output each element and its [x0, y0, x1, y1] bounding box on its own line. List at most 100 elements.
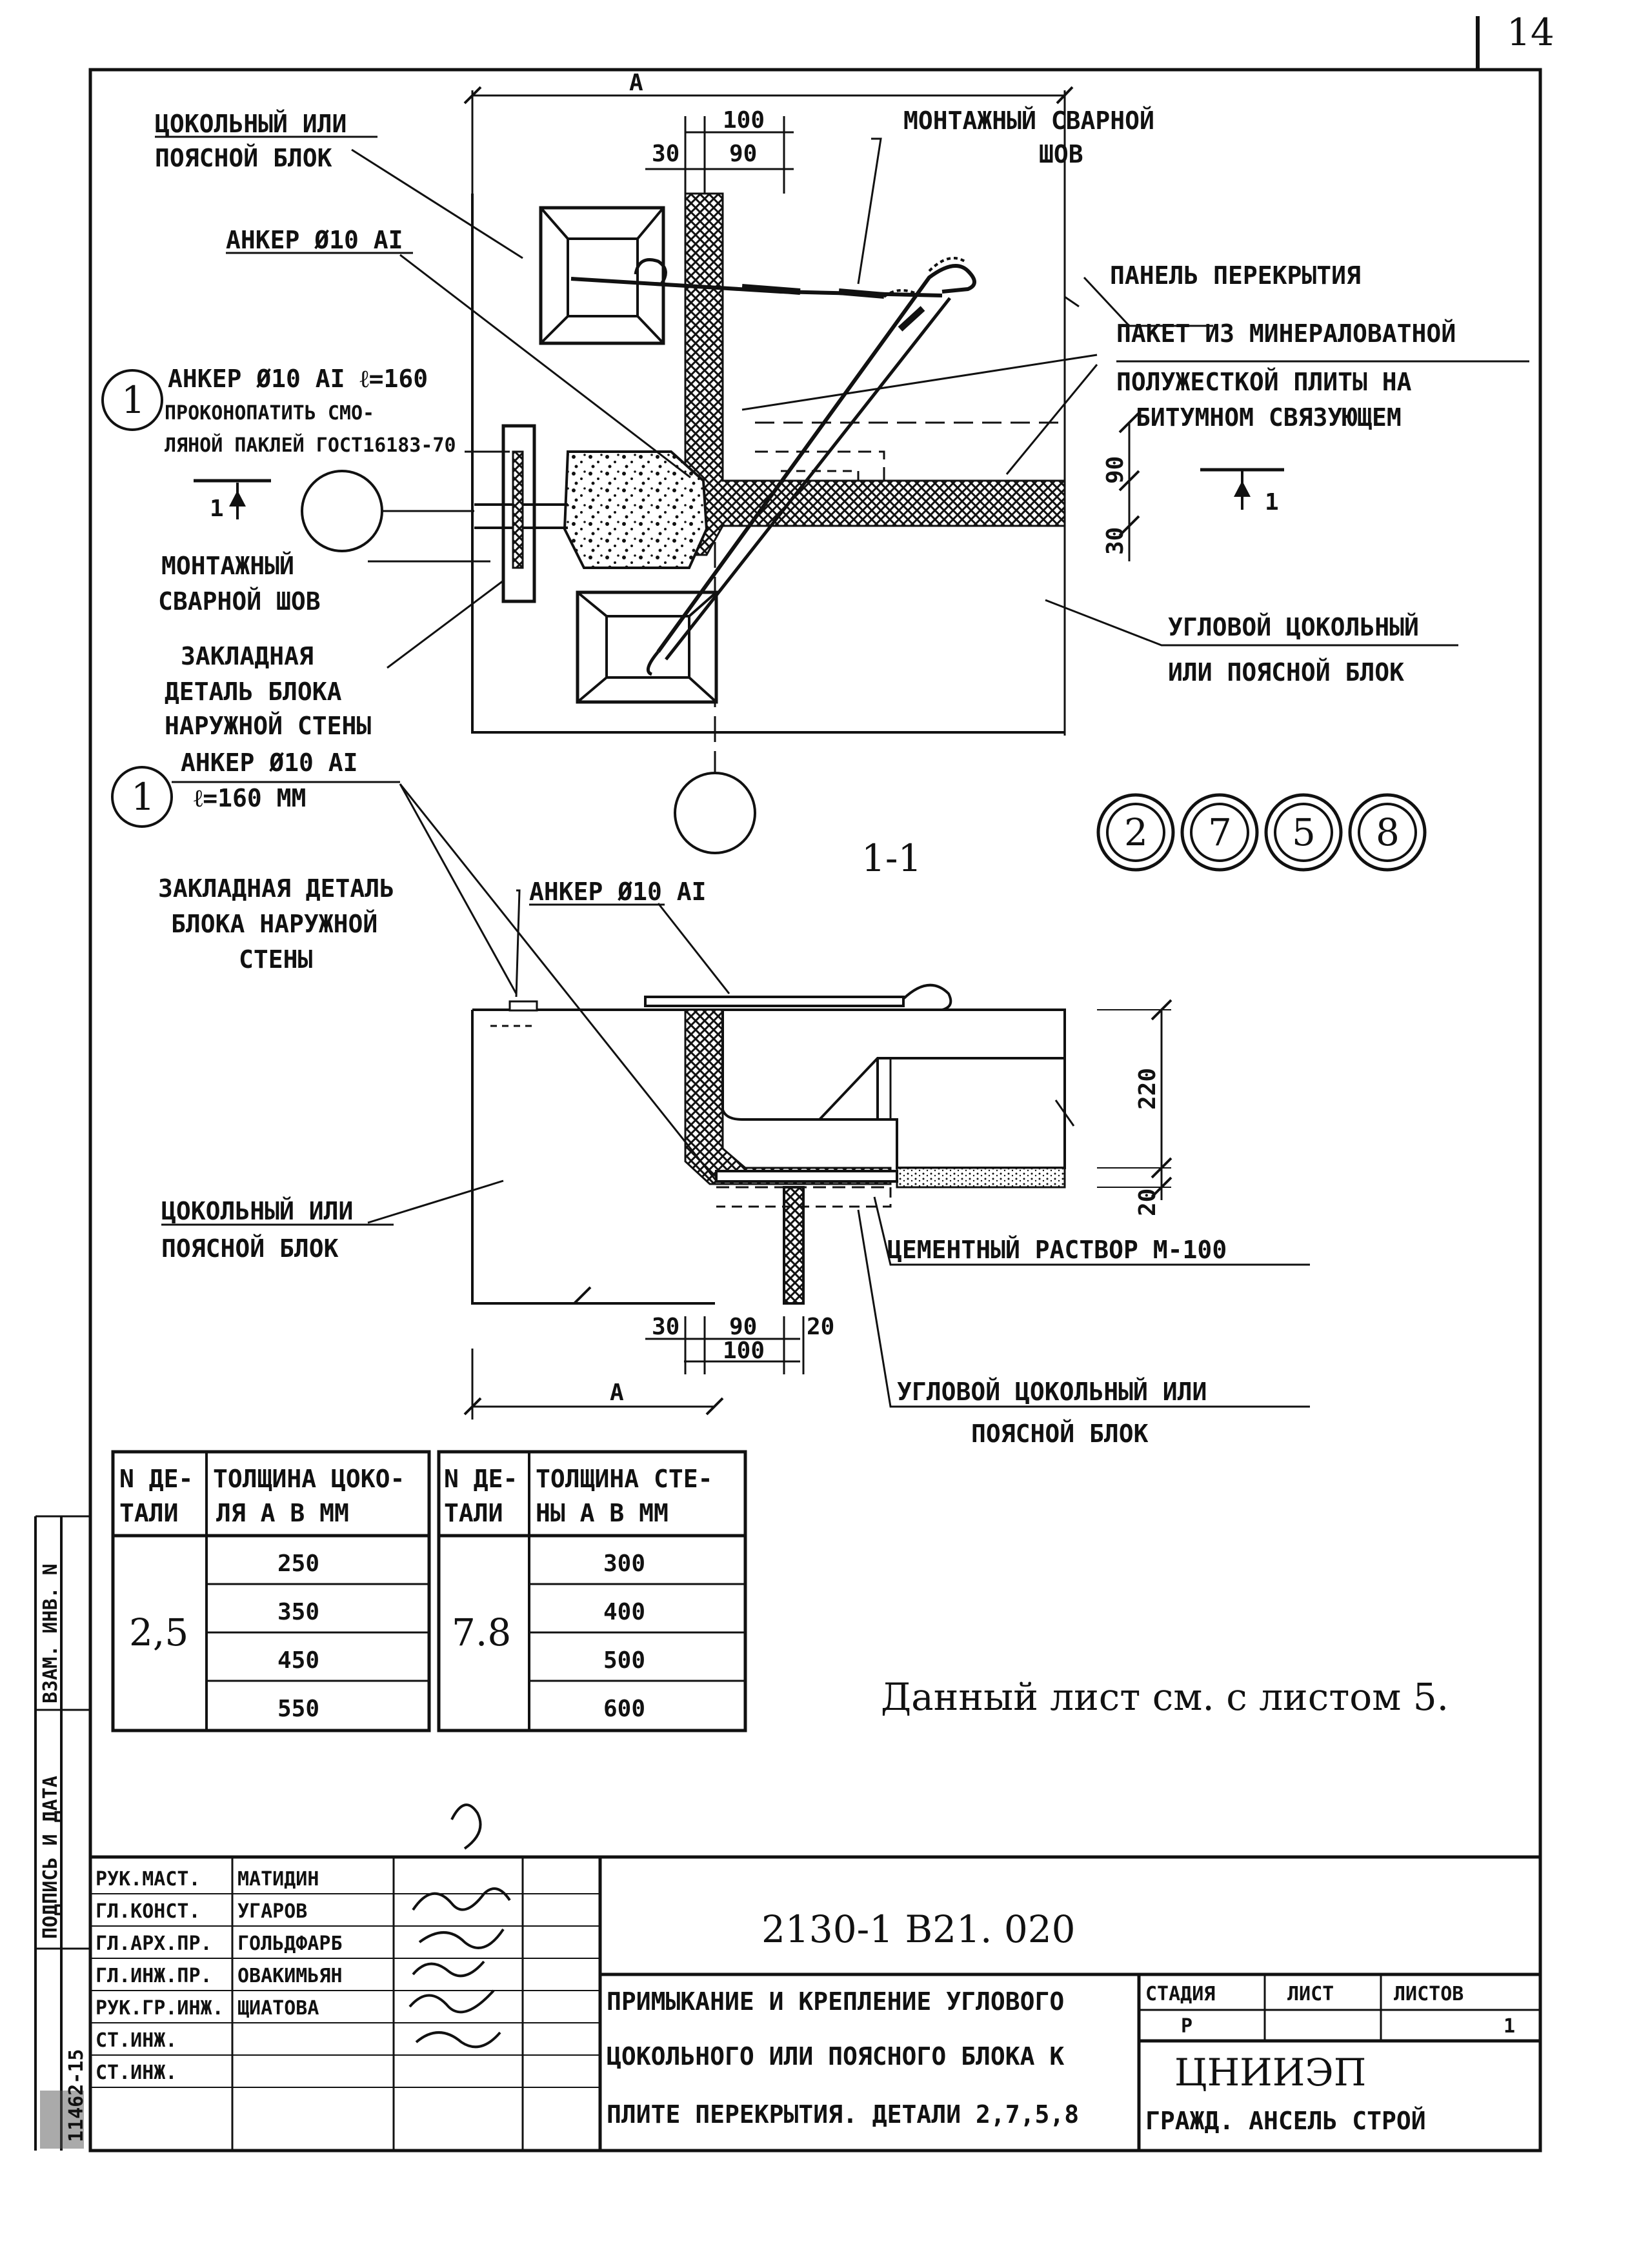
- section-dim-90: 90: [729, 1314, 757, 1340]
- sheet-title-line-1: ПРИМЫКАНИЕ И КРЕПЛЕНИЕ УГЛОВОГО: [607, 1987, 1064, 2016]
- section-mortar-label: ЦЕМЕНТНЫЙ РАСТВОР М-100: [887, 1236, 1227, 1264]
- plan-embedded-label-1: ЗАКЛАДНАЯ: [181, 642, 314, 670]
- sheet-frame: [88, 68, 1542, 2153]
- name-label: УГАРОВ: [237, 1900, 307, 1923]
- table-plinth-value: 550: [277, 1696, 319, 1722]
- section-corner-block-label-1: УГЛОВОЙ ЦОКОЛЬНЫЙ ИЛИ: [897, 1378, 1207, 1406]
- name-label: ОВАКИМЬЯН: [237, 1965, 343, 1987]
- section-dim-a: A: [610, 1380, 624, 1406]
- section-dim-20-vertical: 20: [1134, 1189, 1161, 1216]
- page-number: 14: [1507, 10, 1554, 54]
- section-dim-100: 100: [723, 1338, 765, 1364]
- thickness-table: [111, 1450, 747, 1732]
- stage-header: СТАДИЯ: [1145, 1983, 1215, 2005]
- plan-weld-top-label-1: МОНТАЖНЫЙ СВАРНОЙ: [903, 106, 1154, 135]
- table-wall-value: 500: [603, 1647, 645, 1674]
- role-label: РУК.ГР.ИНЖ.: [96, 1997, 224, 2020]
- stage-value: Р: [1181, 2015, 1192, 2038]
- detail-numbers: 2 7 5 8: [1096, 793, 1427, 872]
- plan-anchor-detail-label-1: АНКЕР Ø10 АI ℓ=160: [168, 365, 428, 393]
- name-label: ГОЛЬДФАРБ: [237, 1932, 343, 1955]
- plan-anchor-bottom-label-2: ℓ=160 ММ: [194, 784, 306, 812]
- detail-number-2: 2: [1124, 810, 1148, 854]
- sheets-value: 1: [1504, 2015, 1515, 2038]
- sheet-header: ЛИСТ: [1287, 1983, 1334, 2005]
- table-header-wall-line2: НЫ А В ММ: [536, 1499, 669, 1527]
- sheet-title-line-2: ЦОКОЛЬНОГО ИЛИ ПОЯСНОГО БЛОКА К: [607, 2042, 1064, 2071]
- name-label: МАТИДИН: [237, 1868, 319, 1891]
- plan-dim-90: 90: [729, 141, 757, 167]
- section-embedded-label-2: БЛОКА НАРУЖНОЙ: [171, 910, 377, 938]
- section-anchor-label: АНКЕР Ø10 АI: [529, 878, 707, 906]
- role-label: ГЛ.КОНСТ.: [96, 1900, 201, 1923]
- role-label: ГЛ.АРХ.ПР.: [96, 1932, 212, 1955]
- plan-floor-panel-label: ПАНЕЛЬ ПЕРЕКРЫТИЯ: [1110, 261, 1361, 290]
- plan-plinth-block-label-2: ПОЯСНОЙ БЛОК: [155, 144, 332, 172]
- table-wall-value: 400: [603, 1599, 645, 1625]
- section-dim-30: 30: [652, 1314, 679, 1340]
- table-header-detail-1-line2: ТАЛИ: [119, 1499, 179, 1527]
- plan-dim-100: 100: [723, 107, 765, 134]
- plan-corner-block-label-2: ИЛИ ПОЯСНОЙ БЛОК: [1168, 658, 1404, 687]
- table-wall-value: 600: [603, 1696, 645, 1722]
- plan-section-mark-right: 1: [1265, 489, 1279, 516]
- detail-number-8: 8: [1376, 810, 1400, 854]
- title-block: [90, 1803, 1540, 2151]
- table-plinth-value: 250: [277, 1550, 319, 1577]
- plan-mineral-wool-label-3: БИТУМНОМ СВЯЗУЮЩЕМ: [1136, 403, 1402, 432]
- role-label: СТ.ИНЖ.: [96, 2062, 177, 2084]
- section-view: 220 20 30 90 20 100 A: [367, 783, 1310, 1420]
- detail-circle-left: [301, 470, 383, 552]
- table-header-detail-2-line1: N ДЕ-: [444, 1465, 518, 1493]
- table-detail-group-1: 2,5: [129, 1611, 188, 1654]
- plan-anchor-top-label: АНКЕР Ø10 АI: [226, 226, 403, 254]
- plan-anchor-detail-label-3: ЛЯНОЙ ПАКЛЕЙ ГОСТ16183-70: [165, 434, 456, 457]
- plan-callout-1-left: 1: [121, 378, 145, 422]
- name-label: ЩИАТОВА: [237, 1997, 319, 2020]
- section-dim-20: 20: [807, 1314, 834, 1340]
- plan-section-mark-left: 1: [210, 496, 224, 522]
- side-stamp-code: 11462-15: [65, 2049, 88, 2143]
- role-label: ГЛ.ИНЖ.ПР.: [96, 1965, 212, 1987]
- plan-plinth-block-label-1: ЦОКОЛЬНЫЙ ИЛИ: [155, 110, 347, 138]
- sheet-note: Данный лист см. с листом 5.: [881, 1675, 1449, 1719]
- plan-weld-left-label-1: МОНТАЖНЫЙ: [161, 552, 294, 580]
- table-plinth-value: 450: [277, 1647, 319, 1674]
- table-detail-group-2: 7.8: [452, 1611, 511, 1654]
- plan-mineral-wool-label-2: ПОЛУЖЕСТКОЙ ПЛИТЫ НА: [1116, 368, 1412, 396]
- plan-dim-a: A: [629, 70, 643, 96]
- side-stamp-vzam: ВЗАМ. ИНВ. N: [39, 1563, 62, 1703]
- role-label: СТ.ИНЖ.: [96, 2029, 177, 2052]
- section-embedded-label-1: ЗАКЛАДНАЯ ДЕТАЛЬ: [158, 874, 394, 903]
- section-embedded-label-3: СТЕНЫ: [239, 945, 313, 974]
- table-header-plinth-line1: ТОЛЩИНА ЦОКО-: [213, 1465, 405, 1493]
- plan-view: A 100 30 90 90 30 1 1: [101, 70, 1458, 854]
- section-title: 1-1: [861, 836, 921, 880]
- table-header-detail-2-line2: ТАЛИ: [444, 1499, 503, 1527]
- section-plinth-block-label-1: ЦОКОЛЬНЫЙ ИЛИ: [161, 1197, 353, 1225]
- plan-corner-block-label-1: УГЛОВОЙ ЦОКОЛЬНЫЙ: [1168, 613, 1419, 641]
- detail-number-7: 7: [1208, 810, 1232, 854]
- plan-mineral-wool-label-1: ПАКЕТ ИЗ МИНЕРАЛОВАТНОЙ: [1116, 319, 1456, 348]
- table-wall-value: 300: [603, 1550, 645, 1577]
- detail-number-5: 5: [1292, 810, 1316, 854]
- plan-dim-30-vertical: 30: [1102, 527, 1129, 555]
- role-label: РУК.МАСТ.: [96, 1868, 201, 1891]
- side-stamp: [34, 1515, 90, 2151]
- plan-embedded-label-2: ДЕТАЛЬ БЛОКА: [165, 677, 342, 706]
- plan-dim-30: 30: [652, 141, 679, 167]
- table-plinth-value: 350: [277, 1599, 319, 1625]
- sheet-title-line-3: ПЛИТЕ ПЕРЕКРЫТИЯ. ДЕТАЛИ 2,7,5,8: [607, 2100, 1079, 2129]
- section-dim-220: 220: [1134, 1068, 1161, 1110]
- table-header-wall-line1: ТОЛЩИНА СТЕ-: [536, 1465, 713, 1493]
- organization-line-2: ГРАЖД. АНСЕЛЬ СТРОЙ: [1145, 2107, 1426, 2135]
- plan-weld-left-label-2: СВАРНОЙ ШОВ: [158, 587, 321, 616]
- plan-embedded-label-3: НАРУЖНОЙ СТЕНЫ: [165, 712, 371, 740]
- table-header-detail-1-line1: N ДЕ-: [119, 1465, 193, 1493]
- section-corner-block-label-2: ПОЯСНОЙ БЛОК: [971, 1420, 1149, 1448]
- side-stamp-sign: ПОДПИСЬ И ДАТА: [39, 1776, 62, 1939]
- doc-number: 2130-1 В21. 020: [761, 1907, 1076, 1951]
- sheets-header: ЛИСТОВ: [1394, 1983, 1464, 2005]
- section-plinth-block-label-2: ПОЯСНОЙ БЛОК: [161, 1234, 339, 1263]
